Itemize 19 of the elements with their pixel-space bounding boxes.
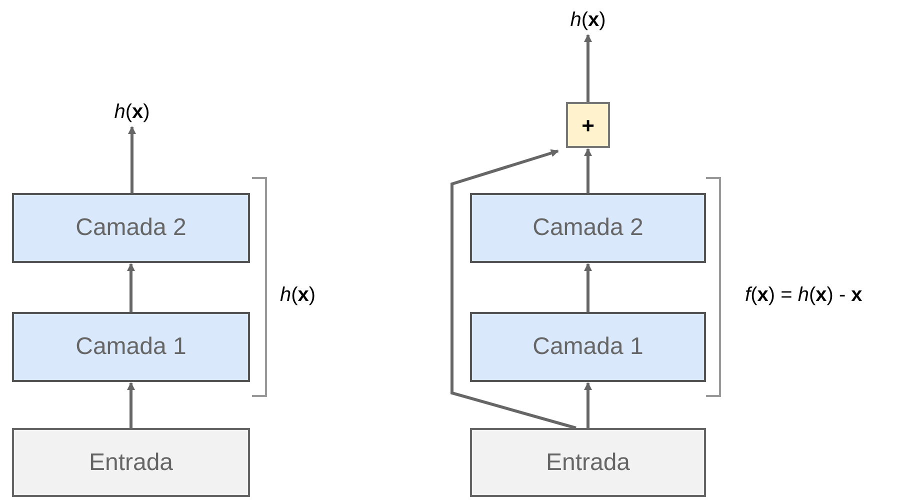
layer-box: Camada 1 bbox=[470, 312, 706, 382]
arrow bbox=[584, 263, 592, 312]
arrow bbox=[128, 126, 136, 193]
bracket-label: h(x) bbox=[280, 283, 316, 308]
output-label: h(x) bbox=[100, 98, 164, 126]
arrow bbox=[127, 382, 135, 428]
layer-box: Camada 2 bbox=[12, 193, 250, 263]
input-box: Entrada bbox=[470, 428, 706, 497]
arrow bbox=[584, 34, 592, 102]
output-label: h(x) bbox=[556, 6, 620, 34]
layer-box: Camada 1 bbox=[12, 312, 250, 382]
bracket-label: f(x) = h(x) - x bbox=[745, 283, 862, 308]
layer-box: Camada 2 bbox=[470, 193, 706, 263]
arrow bbox=[584, 148, 592, 193]
arrow bbox=[127, 263, 135, 312]
arrow bbox=[584, 382, 592, 428]
input-box: Entrada bbox=[12, 428, 250, 497]
arrow bbox=[450, 149, 576, 430]
sum-box: + bbox=[566, 102, 610, 148]
